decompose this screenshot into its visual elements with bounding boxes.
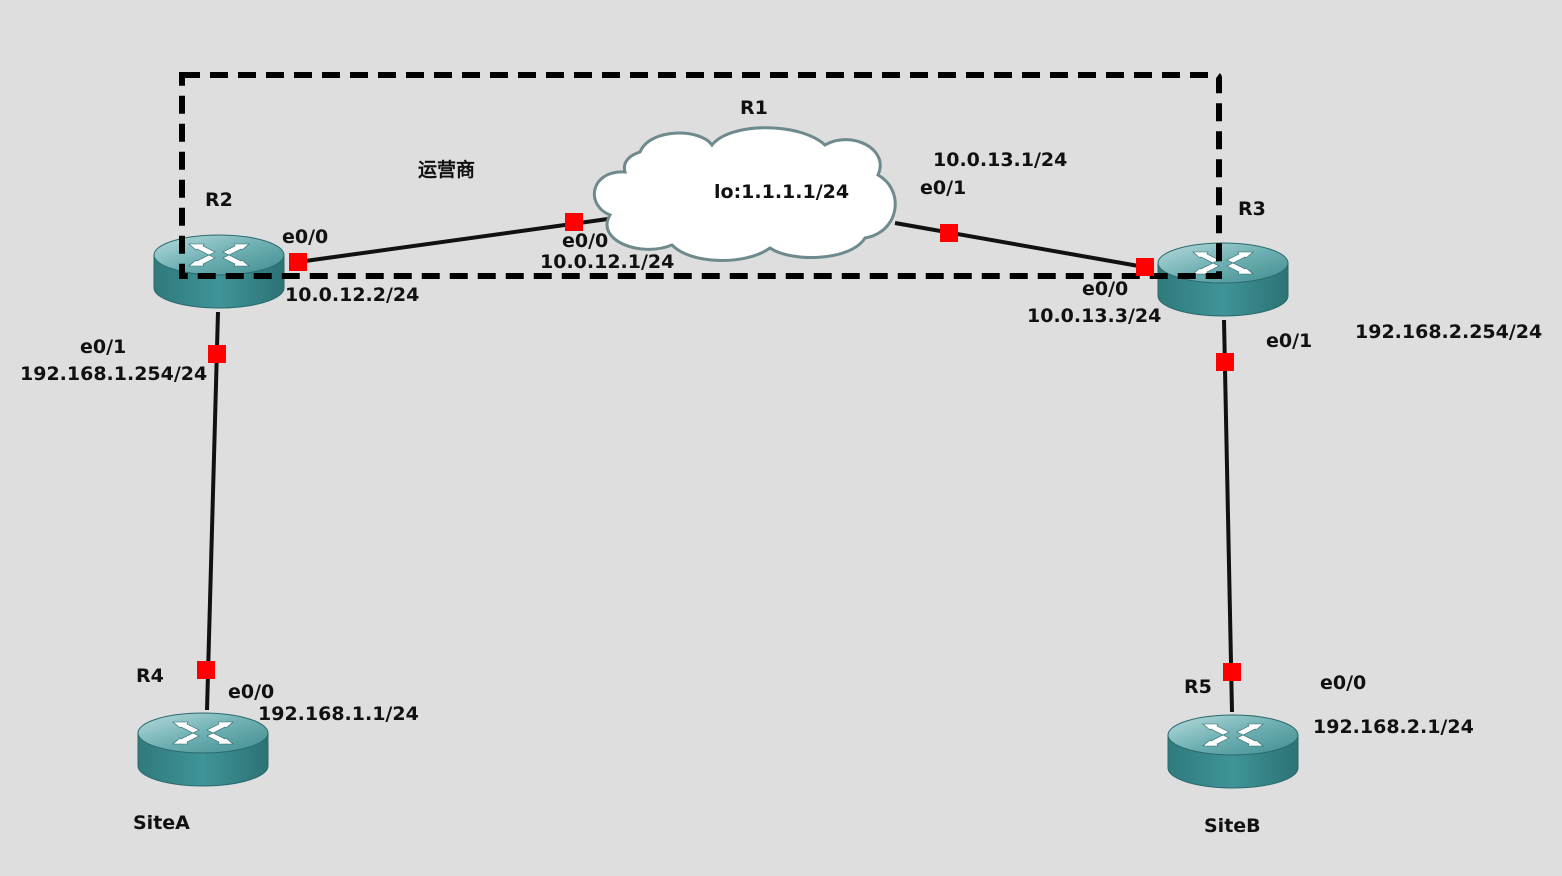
router-r5-name: R5 xyxy=(1184,676,1212,698)
r1-e0-0-ip: 10.0.12.1/24 xyxy=(540,251,674,273)
r3-e0-1-name: e0/1 xyxy=(1266,330,1312,352)
r2-e0-0-ip: 10.0.12.2/24 xyxy=(285,284,419,306)
port-markers xyxy=(197,213,1241,681)
router-r5[interactable] xyxy=(1167,714,1299,789)
r2-e0-1-name: e0/1 xyxy=(80,336,126,358)
port-r4-e0-0[interactable] xyxy=(197,661,215,679)
cloud-icon xyxy=(592,126,897,262)
router-r4-name: R4 xyxy=(136,665,164,687)
router-r1-name: R1 xyxy=(740,97,768,119)
r1-e0-0-name: e0/0 xyxy=(562,230,608,252)
port-r1-e0-1[interactable] xyxy=(940,224,958,242)
router-r1-loopback: lo:1.1.1.1/24 xyxy=(714,181,849,203)
r1-e0-1-name: e0/1 xyxy=(920,177,966,199)
r4-e0-0-name: e0/0 xyxy=(228,681,274,703)
r2-e0-0-name: e0/0 xyxy=(282,226,328,248)
provider-label: 运营商 xyxy=(418,158,475,181)
router-r3-name: R3 xyxy=(1238,198,1266,220)
r3-e0-0-name: e0/0 xyxy=(1082,278,1128,300)
r1-e0-1-ip: 10.0.13.1/24 xyxy=(933,149,1067,171)
r5-e0-0-name: e0/0 xyxy=(1320,672,1366,694)
router-r4[interactable] xyxy=(137,712,269,787)
link-r2-r1[interactable] xyxy=(297,216,616,264)
r5-e0-0-ip: 192.168.2.1/24 xyxy=(1313,716,1474,738)
router-r3[interactable] xyxy=(1157,242,1289,317)
port-r1-e0-0[interactable] xyxy=(565,213,583,231)
r4-e0-0-ip: 192.168.1.1/24 xyxy=(258,703,419,725)
port-r2-e0-0[interactable] xyxy=(289,253,307,271)
r3-e0-1-ip: 192.168.2.254/24 xyxy=(1355,321,1542,343)
link-r2-r4[interactable] xyxy=(205,311,220,711)
links xyxy=(205,216,1234,713)
site-b-label: SiteB xyxy=(1204,815,1261,837)
port-r3-e0-1[interactable] xyxy=(1216,353,1234,371)
r2-e0-1-ip: 192.168.1.254/24 xyxy=(20,363,207,385)
site-a-label: SiteA xyxy=(133,812,190,834)
link-r3-r5[interactable] xyxy=(1222,319,1234,713)
link-r1-r3[interactable] xyxy=(894,221,1151,270)
provider-boundary xyxy=(179,72,1222,279)
port-r5-e0-0[interactable] xyxy=(1223,663,1241,681)
router-r2[interactable] xyxy=(153,234,285,309)
labels: 运营商 R1 lo:1.1.1.1/24 R2 R3 R4 R5 SiteA S… xyxy=(20,97,1542,837)
port-r2-e0-1[interactable] xyxy=(208,345,226,363)
router-r2-name: R2 xyxy=(205,189,233,211)
cloud-r1[interactable] xyxy=(592,126,897,262)
port-r3-e0-0[interactable] xyxy=(1136,258,1154,276)
r3-e0-0-ip: 10.0.13.3/24 xyxy=(1027,305,1161,327)
